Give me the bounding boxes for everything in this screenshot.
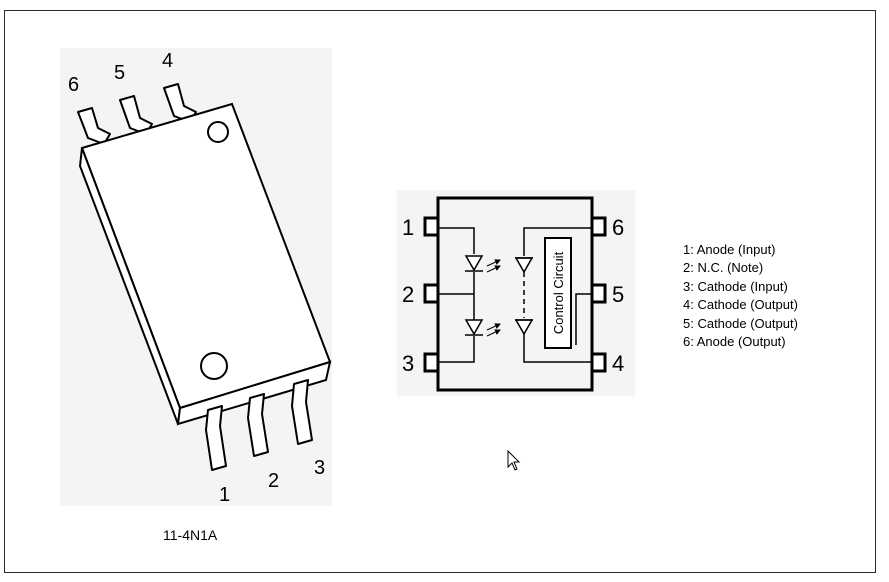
schematic-pin-label-6: 6 <box>612 215 624 240</box>
pin-1-lead <box>205 405 227 471</box>
schematic-pin-3 <box>423 352 440 373</box>
pin-3-lead <box>291 379 313 445</box>
pin-description-3: 3: Cathode (Input) <box>683 279 788 294</box>
top-pins <box>77 83 197 145</box>
pin-description-4: 4: Cathode (Output) <box>683 297 798 312</box>
pin-description-list: 1: Anode (Input) 2: N.C. (Note) 3: Catho… <box>683 242 798 349</box>
pin-label-bottom-3: 3 <box>314 457 325 479</box>
pin-label-bottom-1: 1 <box>219 484 230 506</box>
pin-5-lead <box>119 95 153 135</box>
pin-label-top-6: 6 <box>68 74 79 96</box>
figure-frame <box>4 10 876 573</box>
pin-label-bottom-2: 2 <box>268 470 279 492</box>
schematic-pin-2 <box>423 283 440 304</box>
mold-dimple-bottom <box>200 352 228 380</box>
schematic-pin-6 <box>590 216 607 237</box>
bottom-pins <box>205 379 313 471</box>
input-wiring <box>438 227 475 363</box>
pin-2-lead <box>247 393 269 457</box>
schematic-pin-label-1: 1 <box>402 215 414 240</box>
control-circuit-label: Control Circuit <box>551 251 566 334</box>
pin-description-6: 6: Anode (Output) <box>683 334 786 349</box>
schematic-pin-4 <box>590 352 607 373</box>
pin-4-lead <box>163 83 197 123</box>
schematic-pin-label-5: 5 <box>612 282 624 307</box>
photodiode-2-icon <box>514 319 534 336</box>
photodiode-1-icon <box>514 257 534 274</box>
mold-dimple-top <box>207 121 229 143</box>
package-code: 11-4N1A <box>163 527 218 543</box>
schematic-pin-label-4: 4 <box>612 351 624 376</box>
schematic-pin-label-2: 2 <box>402 282 414 307</box>
control-circuit-block <box>544 237 572 349</box>
pin-description-2: 2: N.C. (Note) <box>683 260 763 275</box>
pin-description-5: 5: Cathode (Output) <box>683 316 798 331</box>
schematic-pin-5 <box>590 283 607 304</box>
schematic-pin-label-3: 3 <box>402 351 414 376</box>
pin-description-1: 1: Anode (Input) <box>683 242 776 257</box>
pin-label-top-5: 5 <box>114 62 125 84</box>
pin-6-lead <box>77 107 111 145</box>
output-wiring <box>523 227 592 363</box>
led-2-icon <box>464 319 501 337</box>
led-1-icon <box>464 255 501 273</box>
pin-label-top-4: 4 <box>162 50 173 72</box>
mouse-pointer-icon <box>507 450 521 471</box>
schematic: 1 2 3 6 5 4 <box>397 190 635 396</box>
package-drawing: 6 5 4 1 2 3 11-4N1A <box>60 48 332 543</box>
schematic-pin-1 <box>423 216 440 237</box>
